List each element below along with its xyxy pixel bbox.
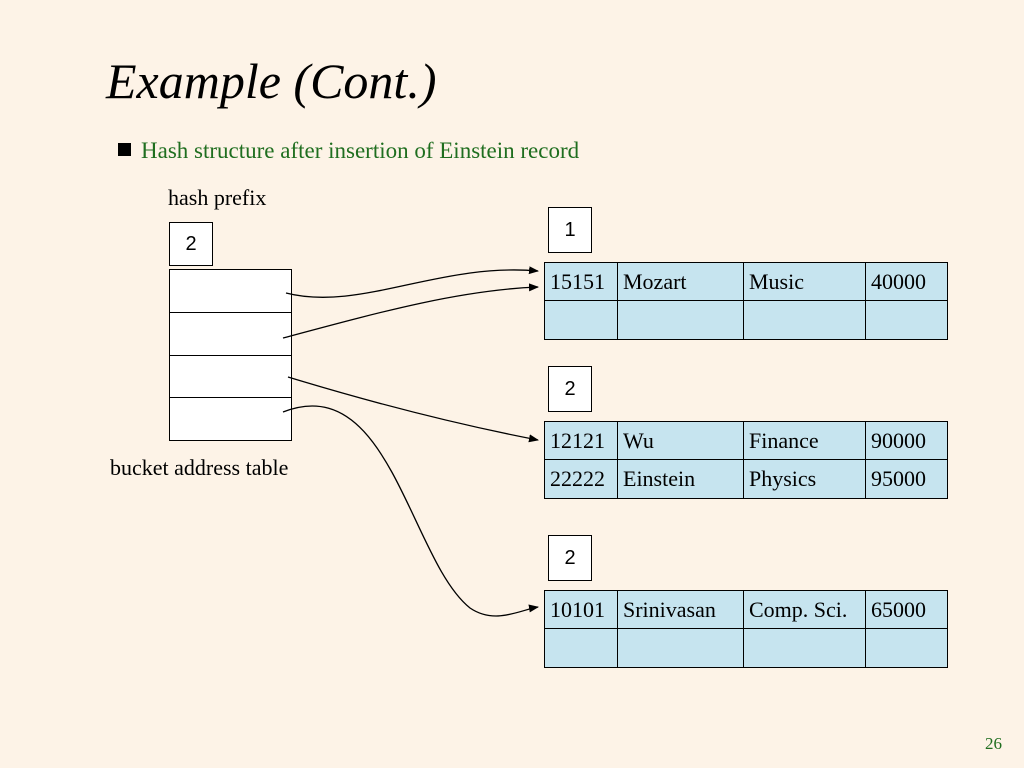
address-slot-01 — [170, 313, 291, 356]
bucket-3-local-depth: 2 — [548, 535, 592, 581]
bucket-2: 12121 Wu Finance 90000 22222 Einstein Ph… — [544, 421, 948, 499]
bucket-cell: 95000 — [871, 466, 926, 491]
bucket-cell — [545, 629, 618, 667]
bucket-cell: Mozart — [618, 263, 744, 301]
bucket-address-table — [169, 269, 292, 441]
bucket-cell: 90000 — [866, 422, 947, 460]
address-slot-00 — [170, 270, 291, 313]
bucket-cell: Srinivasan — [618, 591, 744, 629]
bucket-2-local-depth: 2 — [548, 366, 592, 412]
bullet-square-icon — [118, 143, 131, 156]
bucket-cell: 12121 — [545, 422, 618, 460]
bucket-1-local-depth: 1 — [548, 207, 592, 253]
bucket-cell — [744, 301, 866, 339]
arrow-slot-10-to-bucket-2 — [287, 376, 539, 443]
bucket-cell: 10101 — [545, 591, 618, 629]
address-slot-10 — [170, 356, 291, 399]
bucket-cell: Comp. Sci. — [744, 591, 866, 629]
arrow-slot-01-to-bucket-1 — [282, 283, 539, 339]
page-number: 26 — [985, 734, 1002, 753]
bucket-cell — [545, 301, 618, 339]
bucket-cell: 65000 — [866, 591, 947, 629]
bucket-3: 10101 Srinivasan Comp. Sci. 65000 — [544, 590, 948, 668]
bucket-cell: 40000 — [866, 263, 947, 301]
bucket-cell: Finance — [744, 422, 866, 460]
arrow-slot-11-to-bucket-3 — [282, 405, 539, 617]
bucket-1: 15151 Mozart Music 40000 — [544, 262, 948, 340]
bucket-cell: 15151 — [545, 263, 618, 301]
bullet-item: Hash structure after insertion of Einste… — [118, 139, 579, 162]
bucket-cell — [618, 301, 744, 339]
bucket-cell — [618, 629, 744, 667]
bucket-cell: Physics — [744, 460, 866, 498]
bucket-cell: Einstein — [618, 460, 744, 498]
bucket-address-table-label: bucket address table — [110, 455, 289, 480]
bucket-cell: Music — [744, 263, 866, 301]
bullet-text: Hash structure after insertion of Einste… — [141, 138, 580, 163]
hash-prefix-label: hash prefix — [168, 185, 267, 210]
bucket-cell — [744, 629, 866, 667]
slide-title: Example (Cont.) — [106, 53, 437, 109]
global-depth-box: 2 — [169, 222, 213, 266]
bucket-cell: Wu — [618, 422, 744, 460]
bucket-cell: 22222 — [545, 460, 618, 498]
arrow-slot-00-to-bucket-1 — [285, 266, 539, 298]
